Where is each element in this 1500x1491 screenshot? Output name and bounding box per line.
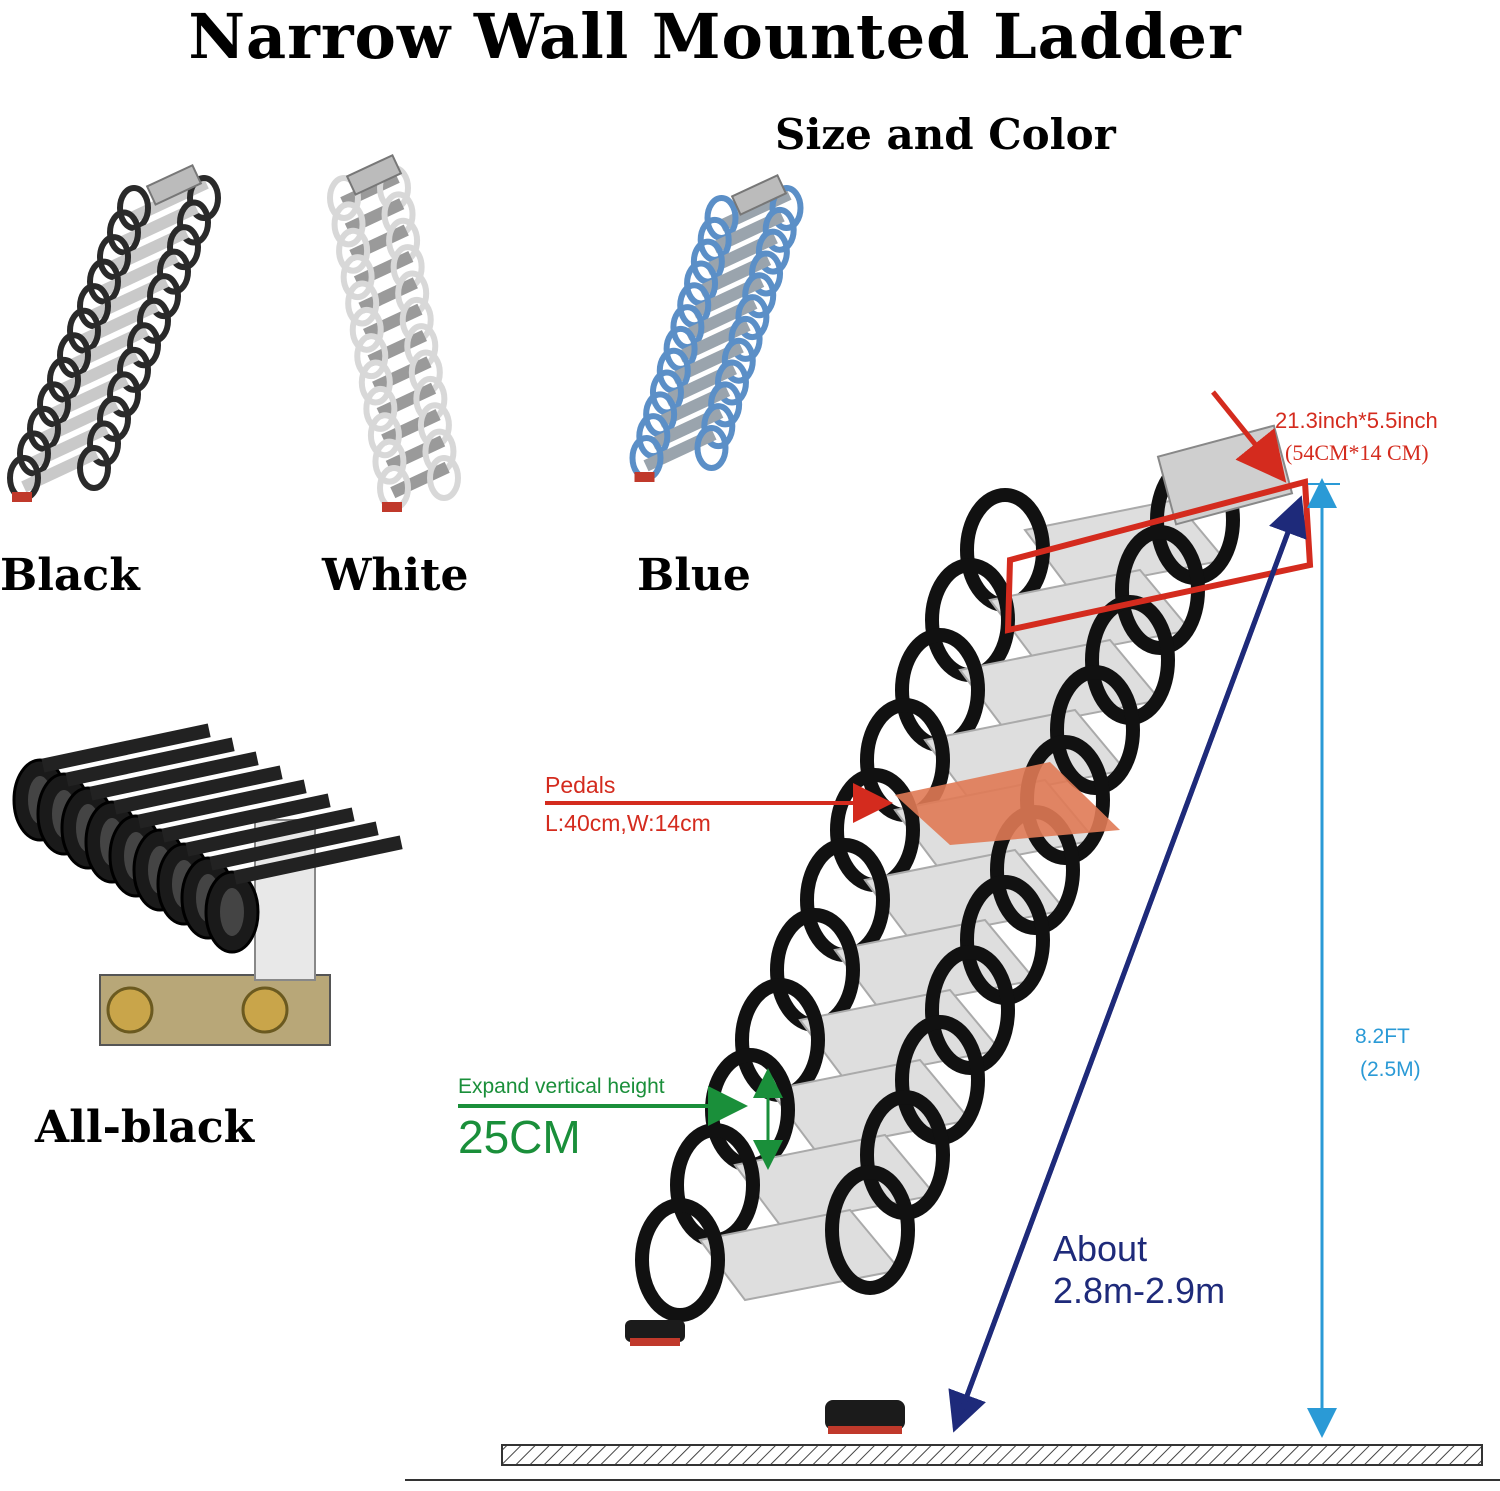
expand-title: Expand vertical height <box>458 1075 665 1098</box>
pedals-size: L:40cm,W:14cm <box>545 810 711 836</box>
page-title: Narrow Wall Mounted Ladder <box>188 0 1242 73</box>
label-white: White <box>322 550 469 601</box>
top-size-arrow <box>1211 390 1287 483</box>
height-m: (2.5M) <box>1360 1058 1421 1081</box>
white-ladder-image <box>327 153 461 512</box>
blue-ladder-image <box>629 173 804 482</box>
label-all-black: All-black <box>35 1102 255 1153</box>
height-ft: 8.2FT <box>1355 1025 1410 1048</box>
page-subtitle: Size and Color <box>775 110 1116 159</box>
length-value: 2.8m-2.9m <box>1053 1270 1226 1311</box>
pedals-title: Pedals <box>545 772 616 798</box>
top-size-cm: (54CM*14 CM) <box>1285 440 1429 465</box>
expand-value: 25CM <box>458 1111 581 1163</box>
top-size-inch: 21.3inch*5.5inch <box>1275 408 1438 433</box>
black-ladder-image <box>7 163 221 502</box>
pedal-highlight <box>895 762 1120 845</box>
floor-hatch <box>501 1444 1483 1466</box>
top-size-highlight-box <box>1004 478 1314 634</box>
label-black: Black <box>0 550 140 601</box>
all-black-folded-ladder-image <box>12 723 403 1046</box>
label-blue: Blue <box>637 550 751 601</box>
length-about: About <box>1053 1228 1148 1269</box>
length-dimension-up <box>952 495 1307 1429</box>
